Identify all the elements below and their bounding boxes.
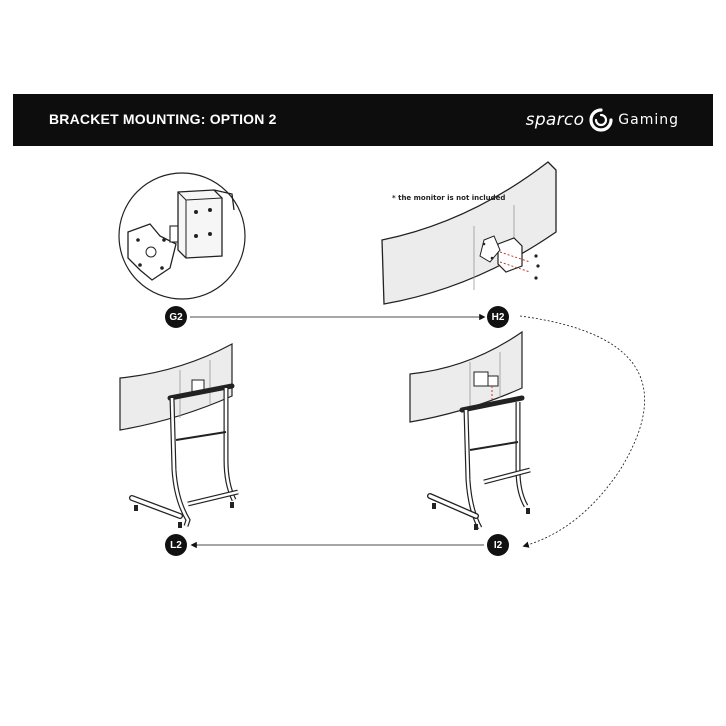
page-title: BRACKET MOUNTING: OPTION 2 — [49, 111, 277, 127]
step-badge-g2: G2 — [165, 306, 187, 328]
monitor-not-included-note: * the monitor is not included — [392, 194, 506, 202]
brand-sparco-text: sparco — [525, 110, 585, 130]
bracket-detail-illustration — [118, 172, 246, 300]
step-badge-l2: L2 — [165, 534, 187, 556]
sparco-ring-icon — [589, 108, 613, 132]
brand-logo: sparco Gaming — [526, 106, 679, 134]
brand-gaming-text: Gaming — [618, 112, 679, 128]
stand-assembled-illustration — [119, 342, 239, 528]
header-bar: BRACKET MOUNTING: OPTION 2 sparco Gaming — [13, 94, 713, 146]
arrow-h2-i2 — [519, 315, 645, 548]
step-badge-i2: I2 — [487, 534, 509, 556]
step-badge-h2: H2 — [487, 306, 509, 328]
monitor-top-right-illustration — [381, 161, 557, 305]
stand-mounting-illustration — [409, 330, 531, 530]
